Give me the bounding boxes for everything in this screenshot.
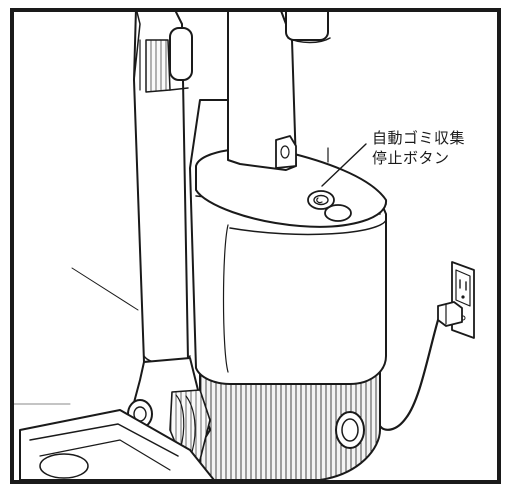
image-border [10,8,501,484]
wall-line [71,267,139,311]
indicator-light [324,204,352,222]
power-cord [378,318,440,431]
stop-button[interactable] [307,190,335,210]
dock-base [199,355,381,480]
callout-line-2: 停止ボタン [372,149,450,167]
power-plug [437,301,463,327]
callout-leader [321,143,367,187]
vacuum-upper-body [227,12,331,171]
floor-nozzle [19,409,215,480]
wall-outlet [451,261,475,339]
callout-line-1: 自動ゴミ収集 [372,129,466,147]
stop-button-callout: 自動ゴミ収集 停止ボタン [372,128,492,168]
pipe-button [169,27,193,81]
